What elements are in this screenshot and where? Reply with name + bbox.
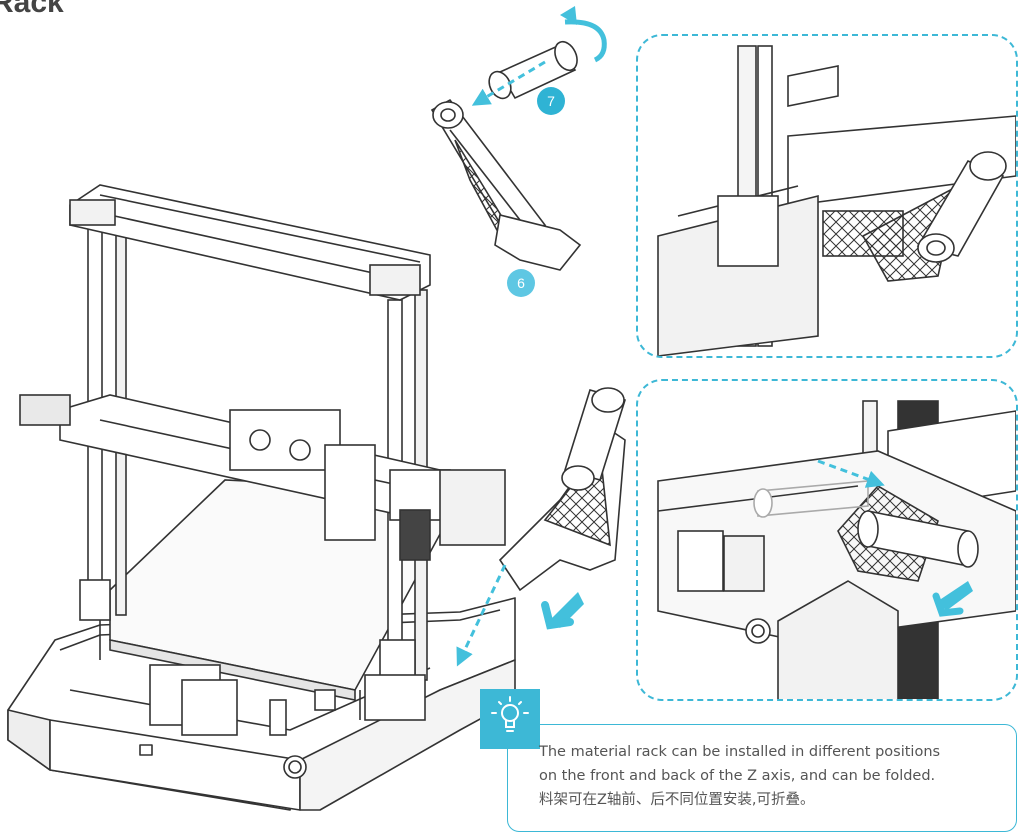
- top-gantry: [69, 184, 431, 301]
- note-line-2: on the front and back of the Z axis, and…: [539, 768, 936, 784]
- note-box: [507, 724, 1017, 832]
- rack-back-detail-illustration: [657, 45, 1016, 356]
- detail-panel-back: [636, 34, 1018, 358]
- note-line-1: The material rack can be installed in di…: [539, 744, 941, 760]
- note-line-3: 料架可在Z轴前、后不同位置安装,可折叠。: [539, 792, 815, 808]
- rack-front-detail-illustration: [657, 400, 1016, 699]
- note-text: The material rack can be installed in di…: [539, 740, 940, 812]
- step-6-badge: 6: [507, 269, 535, 297]
- lightbulb-icon: [480, 689, 540, 749]
- page-title: Rack: [0, 0, 64, 19]
- spool-holder-folding: [456, 387, 627, 667]
- spool-holder-exploded: [430, 6, 607, 271]
- x-axis-gantry: [19, 394, 506, 561]
- detail-panel-front: [636, 379, 1018, 701]
- step-7-badge: 7: [537, 87, 565, 115]
